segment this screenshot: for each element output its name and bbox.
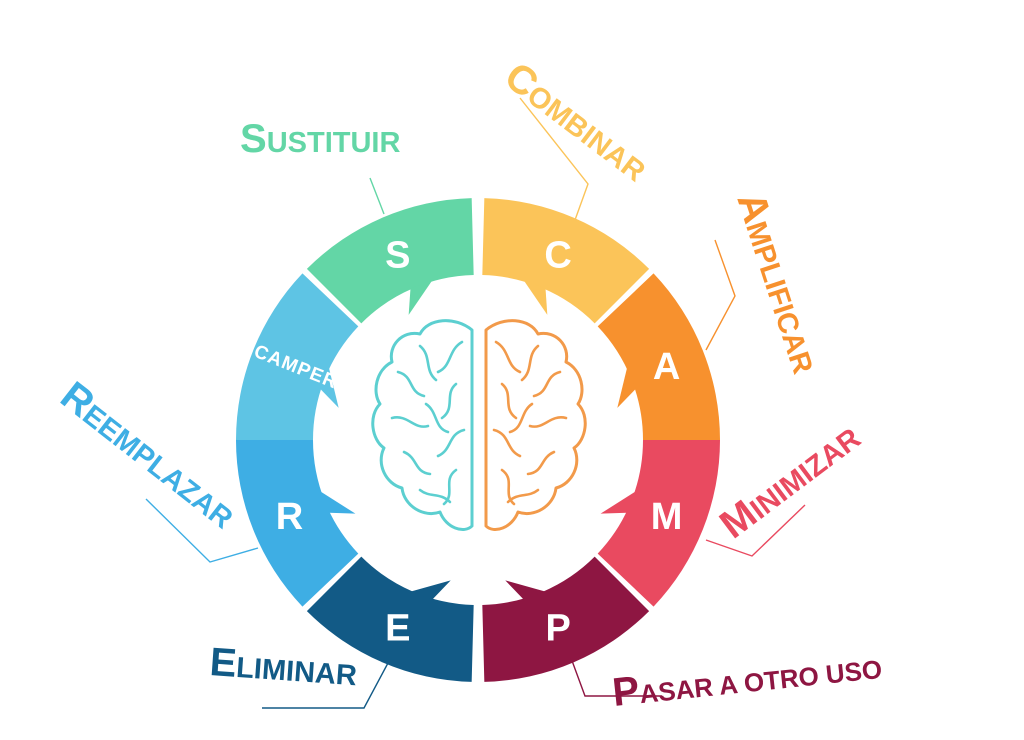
label-a-rest: MPLIFICAR	[739, 218, 818, 378]
pointer-a	[617, 367, 636, 408]
brain-fold-left-6	[402, 450, 432, 476]
pointer-scamper	[320, 367, 339, 408]
brain-fold-left-5	[436, 428, 466, 458]
label-r-rest: EEMPLAZAR	[76, 399, 238, 535]
label-p-rest: ASAR A OTRO USO	[638, 654, 883, 709]
segment-c	[482, 198, 650, 324]
pointer-e	[410, 580, 451, 600]
brain-fold-left-1	[418, 344, 438, 382]
pointer-s	[408, 280, 433, 315]
brain-icon	[371, 319, 587, 531]
leader-line-a	[705, 239, 736, 351]
label-a: AMPLIFICAR	[728, 187, 828, 378]
brain-right-hemisphere	[484, 319, 587, 531]
brain-left-hemisphere	[371, 319, 474, 531]
leader-line-s	[369, 177, 385, 215]
label-p-initial: P	[610, 668, 641, 715]
label-c-rest: OMBINAR	[521, 79, 651, 188]
letter-e: E	[385, 608, 410, 650]
brain-fold-right-5	[492, 428, 522, 458]
leader-line-m	[705, 504, 806, 557]
brain-fold-right-2	[532, 370, 562, 398]
label-s: SUSTITUIR	[240, 117, 400, 161]
leader-line-c	[519, 97, 589, 221]
brain-fold-left-9	[418, 488, 452, 504]
brain-fold-right-1	[520, 344, 540, 382]
label-e: ELIMINAR	[208, 640, 358, 694]
label-s-initial: S	[240, 117, 267, 161]
brain-fold-right-9	[506, 488, 540, 504]
letter-r: R	[276, 496, 303, 538]
segment-p	[482, 556, 650, 682]
letter-m: M	[651, 496, 683, 538]
leader-line-p	[570, 657, 662, 697]
leader-lines	[145, 97, 806, 709]
label-e-rest: LIMINAR	[235, 652, 358, 692]
brain-fold-right-0	[494, 340, 522, 374]
brain-fold-left-4	[390, 416, 430, 428]
brain-fold-left-0	[436, 340, 464, 374]
letter-c: C	[544, 234, 571, 276]
segment-a	[597, 273, 720, 440]
label-e-initial: E	[208, 640, 238, 686]
pointer-c	[523, 280, 548, 315]
leader-line-r	[145, 498, 259, 563]
leader-line-e	[262, 662, 389, 709]
pointer-p	[505, 580, 546, 600]
brain-fold-left-2	[396, 370, 426, 398]
label-s-rest: USTITUIR	[267, 127, 401, 159]
segment-scamper	[236, 273, 359, 440]
brain-fold-left-7	[442, 468, 458, 506]
label-m: MINIMIZAR	[712, 414, 868, 547]
segment-r	[236, 440, 359, 607]
brain-fold-right-6	[526, 450, 556, 476]
segment-m	[597, 440, 720, 607]
label-r: REEMPLAZAR	[52, 373, 244, 537]
label-p: PASAR A OTRO USO	[610, 643, 883, 715]
brain-fold-left-3	[440, 382, 458, 420]
segment-e	[306, 556, 474, 682]
brain-fold-right-3	[500, 382, 518, 420]
letter-p: P	[545, 608, 570, 650]
pointer-r	[320, 491, 356, 514]
pointer-m	[600, 491, 636, 514]
segment-s	[306, 198, 474, 324]
brain-fold-right-7	[500, 468, 516, 506]
letter-s: S	[385, 234, 410, 276]
label-m-rest: INIMIZAR	[745, 422, 867, 525]
brain-fold-left-8	[424, 402, 450, 434]
letter-a: A	[653, 346, 680, 388]
brain-fold-right-8	[508, 402, 534, 434]
brain-fold-right-4	[528, 416, 568, 428]
